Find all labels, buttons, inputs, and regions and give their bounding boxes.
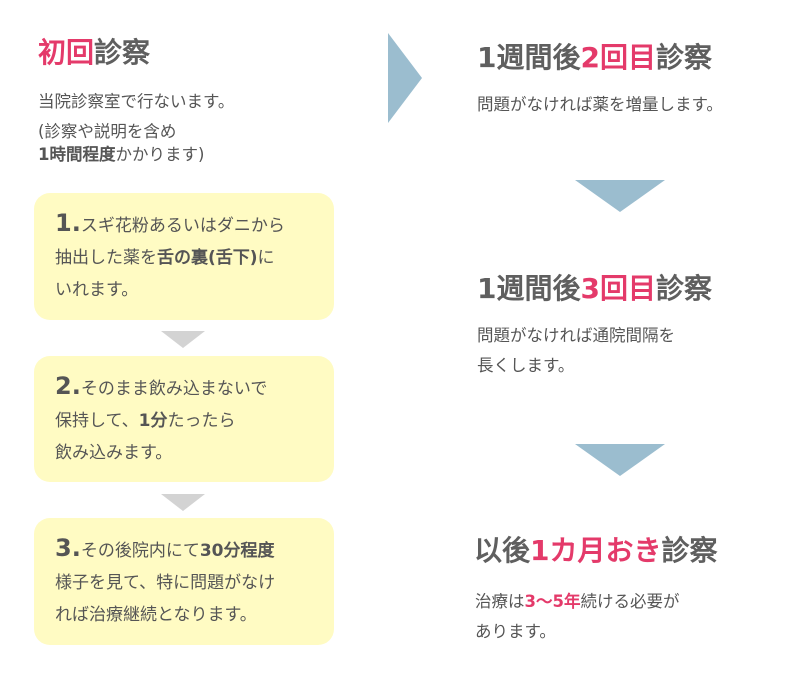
third-visit-title: 1週間後3回目診察 xyxy=(477,272,712,306)
duration-emphasis: 1時間程度 xyxy=(38,145,116,164)
title-text: 診察 xyxy=(655,41,712,74)
step-1-line1: 1.スギ花粉あるいはダニから xyxy=(55,207,334,242)
step-3-line3: れば治療継続となります。 xyxy=(55,605,257,625)
title-text: 1週間後 xyxy=(477,272,581,305)
step-box-1: 1.スギ花粉あるいはダニから 抽出した薬を舌の裏(舌下)に いれます。 xyxy=(34,193,334,320)
step-number: 3. xyxy=(55,534,81,562)
monthly-visit-title: 以後1カ月おき診察 xyxy=(474,534,718,568)
desc-text: かかります) xyxy=(115,145,205,164)
desc-text: 続ける必要が xyxy=(580,592,680,611)
step-text: その後院内にて xyxy=(80,541,200,561)
step-box-3: 3.その後院内にて30分程度 様子を見て、特に問題がなけ れば治療継続となります… xyxy=(34,518,334,645)
first-visit-desc-line1: 当院診察室で行ないます。 xyxy=(38,92,235,111)
title-text: 以後 xyxy=(474,534,531,567)
title-accent: 3回目 xyxy=(580,272,656,305)
monthly-visit-desc-line2: あります。 xyxy=(475,622,556,641)
monthly-visit-desc-line1: 治療は3〜5年続ける必要が xyxy=(475,590,679,614)
third-visit-desc-line2: 長くします。 xyxy=(477,356,575,375)
step-3-line2: 様子を見て、特に問題がなけ xyxy=(55,573,276,593)
step-emphasis: 舌の裏(舌下) xyxy=(157,248,258,268)
step-2-line2: 保持して、1分たったら xyxy=(55,405,334,437)
step-text: に xyxy=(257,248,275,268)
step-text: そのまま飲み込まないで xyxy=(80,379,268,399)
arrow-down-icon xyxy=(575,180,665,212)
step-text: 抽出した薬を xyxy=(55,248,157,268)
step-text: スギ花粉あるいはダニから xyxy=(80,216,285,236)
step-2-line1: 2.そのまま飲み込まないで xyxy=(55,370,334,405)
desc-text: 治療は xyxy=(475,592,525,611)
arrow-down-icon xyxy=(161,331,205,348)
third-visit-desc-line1: 問題がなければ通院間隔を xyxy=(477,326,675,345)
first-visit-title-accent: 初回 xyxy=(38,36,95,69)
step-1-line2: 抽出した薬を舌の裏(舌下)に xyxy=(55,242,334,274)
step-3-line1: 3.その後院内にて30分程度 xyxy=(55,532,334,567)
first-visit-title: 初回診察 xyxy=(38,36,150,70)
step-number: 1. xyxy=(55,209,81,237)
title-accent: 1カ月おき xyxy=(530,534,662,567)
title-text: 診察 xyxy=(661,534,718,567)
second-visit-title: 1週間後2回目診察 xyxy=(477,41,712,75)
title-text: 診察 xyxy=(655,272,712,305)
arrow-down-icon xyxy=(161,494,205,511)
step-2-line3: 飲み込みます。 xyxy=(55,443,173,463)
step-text: たったら xyxy=(167,411,236,431)
step-emphasis: 1分 xyxy=(138,411,168,431)
step-box-2: 2.そのまま飲み込まないで 保持して、1分たったら 飲み込みます。 xyxy=(34,356,334,482)
step-emphasis: 30分程度 xyxy=(199,541,275,561)
arrow-right-icon xyxy=(388,33,422,123)
step-1-line3: いれます。 xyxy=(55,280,139,300)
step-text: 保持して、 xyxy=(55,411,139,431)
first-visit-title-rest: 診察 xyxy=(94,36,151,69)
duration-emphasis: 3〜5年 xyxy=(524,592,581,611)
title-accent: 2回目 xyxy=(580,41,656,74)
title-text: 1週間後 xyxy=(477,41,581,74)
first-visit-desc-line2: (診察や説明を含め xyxy=(38,122,177,141)
first-visit-desc-line3: 1時間程度かかります) xyxy=(38,143,204,167)
step-number: 2. xyxy=(55,372,81,400)
arrow-down-icon xyxy=(575,444,665,476)
second-visit-desc: 問題がなければ薬を増量します。 xyxy=(477,95,723,114)
